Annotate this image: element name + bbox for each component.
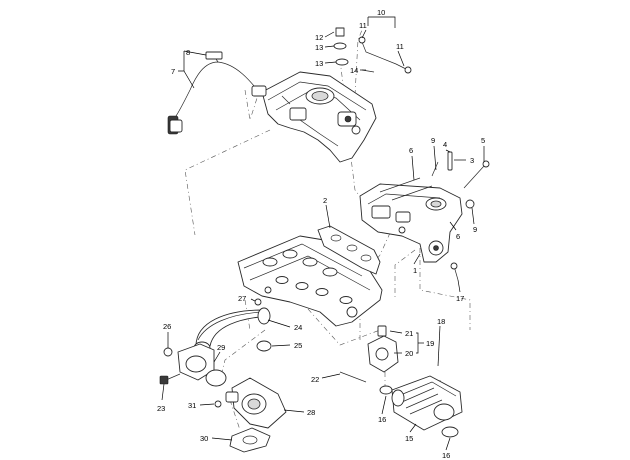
callout-11-right: 11 <box>396 42 404 51</box>
callout-12: 12 <box>315 33 323 42</box>
leader-lines <box>161 16 485 451</box>
callout-1: 1 <box>413 266 417 275</box>
callout-22: 22 <box>311 375 319 384</box>
sensor-harness <box>167 51 267 135</box>
callout-9-lower: 9 <box>473 225 477 234</box>
callout-4: 4 <box>443 140 447 149</box>
callout-3: 3 <box>470 156 474 165</box>
throttle-body <box>177 343 287 429</box>
callout-8: 8 <box>186 48 190 57</box>
callout-25: 25 <box>294 341 302 350</box>
callout-29: 29 <box>217 343 225 352</box>
callout-23: 23 <box>157 404 165 413</box>
callout-21: 21 <box>405 329 413 338</box>
callout-31: 31 <box>188 401 196 410</box>
egr-cooler <box>379 375 463 438</box>
callout-14: 14 <box>350 66 358 75</box>
callout-20: 20 <box>405 349 413 358</box>
callout-6-top: 6 <box>409 146 413 155</box>
callout-19: 19 <box>426 339 434 348</box>
callout-16-right: 16 <box>442 451 450 460</box>
callout-15: 15 <box>405 434 413 443</box>
callout-13-lower: 13 <box>315 59 323 68</box>
callout-30: 30 <box>200 434 208 443</box>
callout-9-top: 9 <box>431 136 435 145</box>
callout-28: 28 <box>307 408 315 417</box>
egr-pipe <box>333 27 412 74</box>
callout-18: 18 <box>437 317 445 326</box>
hose-clamps <box>254 298 272 352</box>
manifold-gasket <box>317 225 381 275</box>
throttle-gasket <box>229 427 271 453</box>
egr-valve <box>339 325 399 383</box>
temperature-sensor <box>159 347 181 385</box>
callout-24: 24 <box>294 323 302 332</box>
callout-labels: 10 11 11 12 13 13 14 8 7 9 4 5 6 3 2 6 9… <box>157 8 485 460</box>
manifold-bolts <box>379 151 490 281</box>
callout-10: 10 <box>377 8 385 17</box>
exhaust-manifold <box>359 183 463 263</box>
callout-17: 17 <box>456 294 464 303</box>
callout-27: 27 <box>238 294 246 303</box>
callout-11-left: 11 <box>359 21 367 30</box>
callout-2: 2 <box>323 196 327 205</box>
callout-16-left: 16 <box>378 415 386 424</box>
callout-26: 26 <box>163 322 171 331</box>
callout-5: 5 <box>481 136 485 145</box>
callout-13-upper: 13 <box>315 43 323 52</box>
valve-cover <box>261 71 377 163</box>
callout-6-lower: 6 <box>456 232 460 241</box>
callout-7: 7 <box>171 67 175 76</box>
